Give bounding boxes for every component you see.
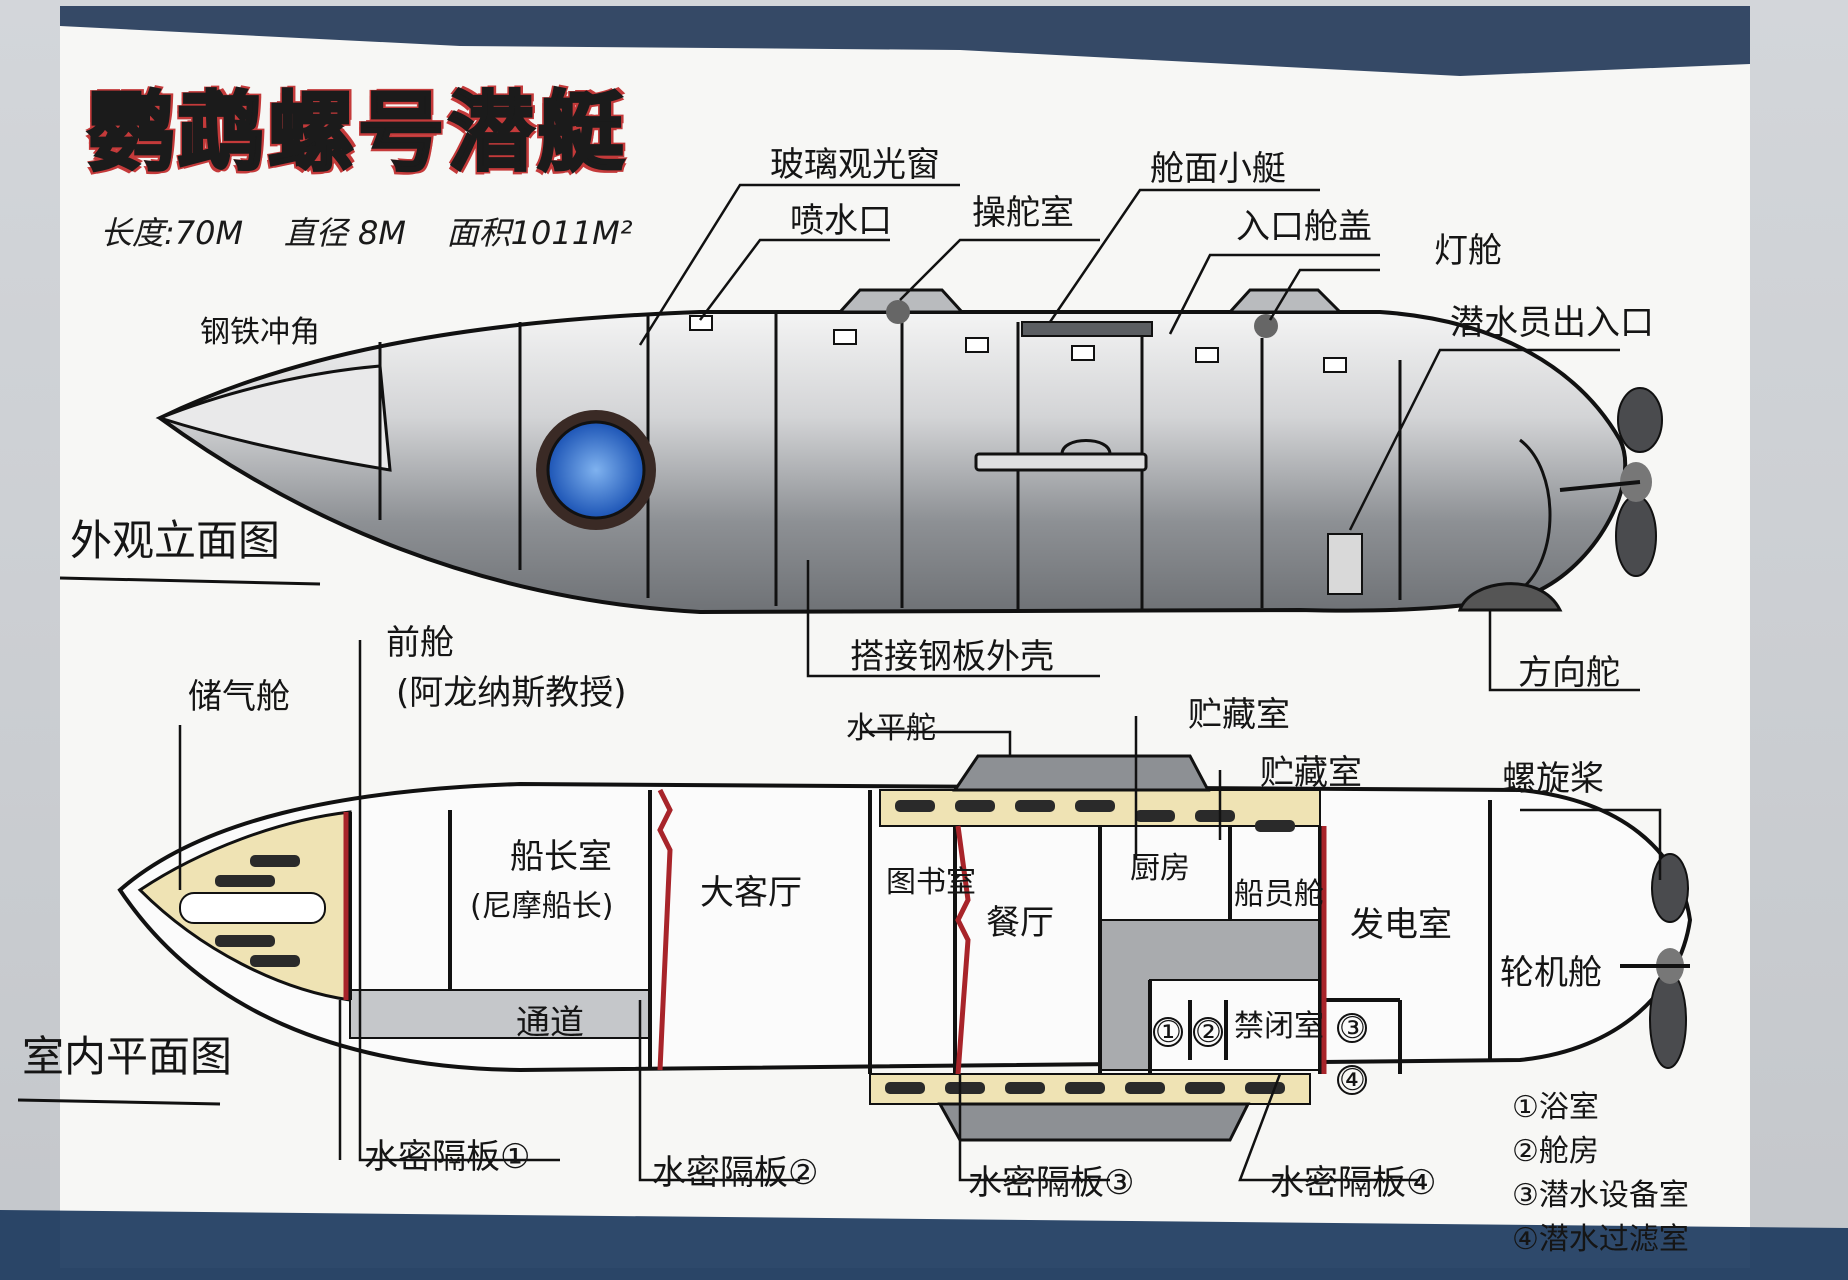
rudder-icon bbox=[1457, 582, 1563, 612]
label-horizontal-rudder: 水平舵 bbox=[846, 711, 936, 746]
light-cabin-lamp-icon bbox=[1254, 314, 1278, 338]
label-bulkhead-4: 水密隔板④ bbox=[1270, 1163, 1437, 1203]
paper-bottom-edge bbox=[0, 1210, 1848, 1280]
specs-line: 长度:70M 直径 8M 面积1011M² bbox=[100, 208, 633, 254]
room-legend: ①浴室 ②舱房 ③潜水设备室 ④潜水过滤室 bbox=[1512, 1086, 1689, 1262]
paper-top-edge bbox=[60, 6, 1750, 76]
label-confinement: 禁闭室 bbox=[1234, 1009, 1324, 1044]
leader-lines bbox=[178, 183, 1662, 1182]
room-number-2: ② bbox=[1195, 1015, 1222, 1050]
label-kitchen: 厨房 bbox=[1130, 851, 1190, 886]
label-bulkhead-1: 水密隔板① bbox=[364, 1137, 531, 1177]
section-interior: 室内平面图 bbox=[22, 1032, 233, 1081]
spec-diameter: 直径 8M bbox=[283, 214, 406, 252]
label-storage-room-2: 贮藏室 bbox=[1260, 753, 1362, 793]
label-passage: 通道 bbox=[516, 1003, 584, 1043]
label-dining: 餐厅 bbox=[986, 903, 1054, 943]
label-bulkhead-3: 水密隔板③ bbox=[968, 1163, 1135, 1203]
legend-item: ③潜水设备室 bbox=[1512, 1178, 1689, 1213]
label-diver-entrance: 潜水员出入口 bbox=[1450, 303, 1654, 343]
spec-length: 长度:70M bbox=[100, 214, 244, 252]
label-engine-room: 轮机舱 bbox=[1500, 953, 1602, 993]
label-storage-room-1: 贮藏室 bbox=[1188, 695, 1290, 735]
label-front-cabin: 前舱 bbox=[386, 623, 454, 663]
exterior-propeller-icon bbox=[1559, 387, 1663, 577]
label-power-room: 发电室 bbox=[1350, 905, 1452, 945]
label-lap-steel-shell: 搭接钢板外壳 bbox=[850, 637, 1054, 677]
label-entrance-hatch: 入口舱盖 bbox=[1236, 207, 1372, 247]
label-lounge: 大客厅 bbox=[700, 873, 802, 913]
label-deck-boat: 舱面小艇 bbox=[1150, 149, 1286, 189]
label-captain-room: 船长室 bbox=[510, 837, 612, 877]
label-gas-storage: 储气舱 bbox=[188, 677, 290, 717]
spec-area: 面积1011M² bbox=[446, 214, 633, 252]
legend-item: ②舱房 bbox=[1512, 1134, 1599, 1169]
room-number-4: ④ bbox=[1339, 1063, 1366, 1098]
interior-hull bbox=[117, 754, 1693, 1142]
label-water-jet: 喷水口 bbox=[790, 201, 892, 241]
label-propeller: 螺旋桨 bbox=[1502, 759, 1604, 799]
label-steel-ram: 钢铁冲角 bbox=[200, 315, 320, 350]
label-crew-cabin: 船员舱 bbox=[1234, 877, 1324, 912]
label-control-room: 操舵室 bbox=[972, 193, 1074, 233]
label-captain-owner: (尼摩船长) bbox=[470, 889, 614, 924]
room-number-1: ① bbox=[1155, 1015, 1182, 1050]
control-room-dome-icon bbox=[886, 300, 910, 324]
label-library: 图书室 bbox=[886, 865, 976, 900]
label-front-cabin-owner: (阿龙纳斯教授) bbox=[396, 673, 627, 713]
label-light-cabin: 灯舱 bbox=[1434, 231, 1502, 271]
room-number-3: ③ bbox=[1339, 1011, 1366, 1046]
legend-item: ①浴室 bbox=[1512, 1090, 1599, 1125]
label-glass-window: 玻璃观光窗 bbox=[770, 145, 940, 185]
label-rudder: 方向舵 bbox=[1518, 653, 1620, 693]
exterior-hull bbox=[155, 288, 1663, 615]
legend-item: ④潜水过滤室 bbox=[1512, 1222, 1689, 1257]
label-bulkhead-2: 水密隔板② bbox=[652, 1153, 819, 1193]
diagram-title: 鹦鹉螺号潜艇 bbox=[87, 81, 628, 185]
section-exterior: 外观立面图 bbox=[70, 516, 281, 565]
